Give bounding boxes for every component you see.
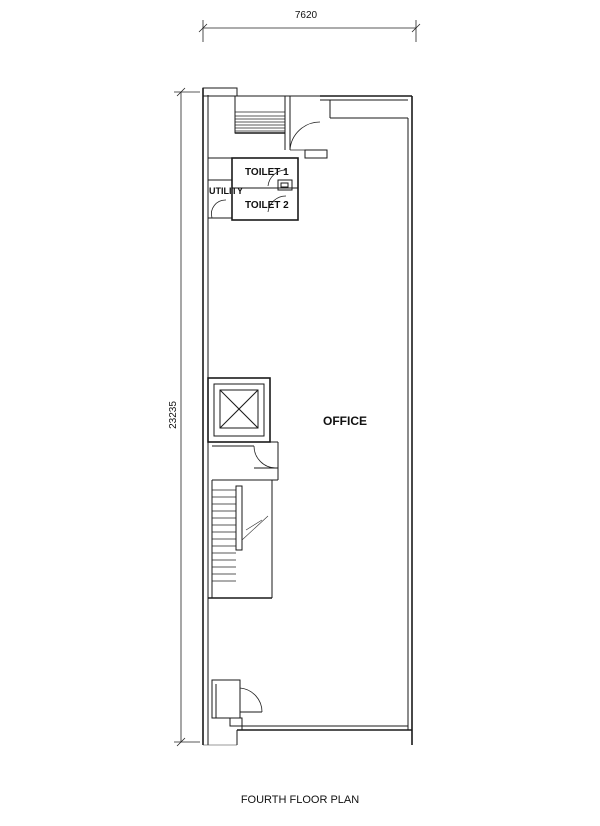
utility-door-swing bbox=[211, 199, 227, 219]
wc-icon bbox=[277, 179, 293, 191]
lift-core bbox=[207, 377, 278, 447]
utility-label: UTILITY bbox=[209, 186, 243, 196]
toilet-block: TOILET 1 TOILET 2 UTILITY bbox=[208, 157, 299, 221]
office-label: OFFICE bbox=[323, 414, 367, 428]
width-dimension-label: 7620 bbox=[295, 10, 318, 21]
toilet-1-label: TOILET 1 bbox=[245, 167, 289, 178]
main-stair-door-swing bbox=[253, 445, 277, 469]
stair-newel bbox=[235, 485, 243, 551]
width-dimension: 7620 bbox=[198, 10, 421, 42]
outer-walls bbox=[202, 87, 413, 746]
top-staircase bbox=[234, 95, 328, 159]
plan-title: FOURTH FLOOR PLAN bbox=[241, 794, 359, 806]
toilet-2-door-swing bbox=[267, 195, 287, 213]
depth-dimension-label: 23235 bbox=[168, 401, 179, 429]
bottom-niche bbox=[211, 679, 263, 727]
toilet-1-door-swing bbox=[267, 169, 287, 187]
main-staircase bbox=[208, 442, 279, 599]
lift-car bbox=[219, 389, 259, 429]
niche-door-swing bbox=[239, 687, 263, 713]
depth-dimension: 23235 bbox=[168, 87, 200, 747]
toilet-2-label: TOILET 2 bbox=[245, 200, 289, 211]
stair-door-swing bbox=[289, 121, 321, 151]
